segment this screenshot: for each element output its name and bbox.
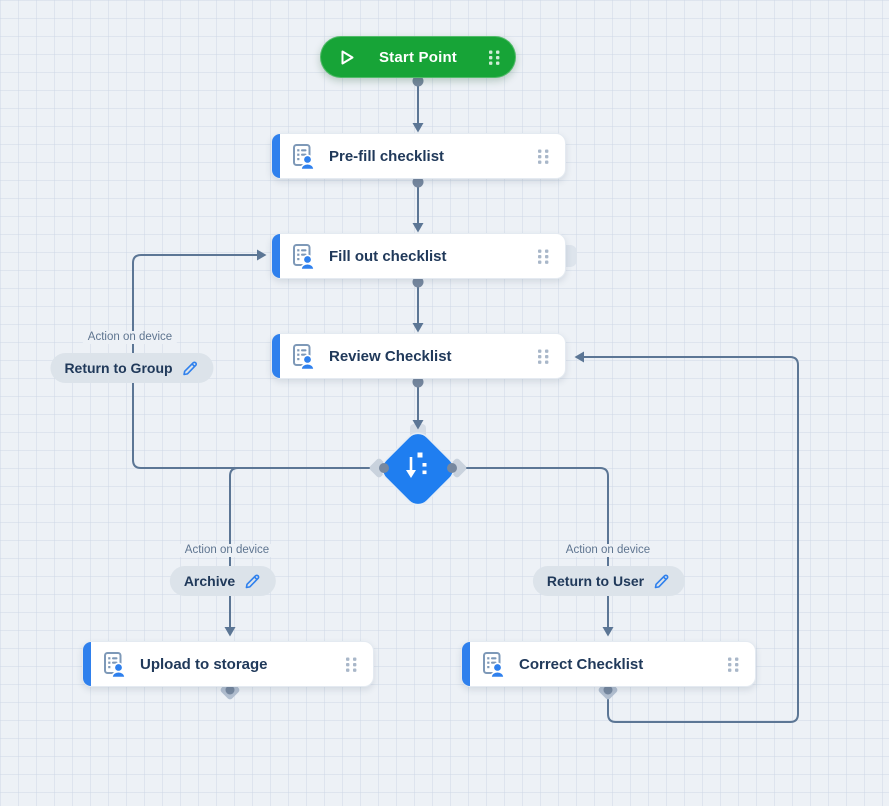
arrowhead-down-icon [224,627,236,637]
arrowhead-down-icon [412,123,424,133]
action-caption: Action on device [82,331,178,344]
checklist-person-icon [479,651,506,678]
node-accent-bar [462,642,470,686]
arrowhead-down-icon [412,420,424,430]
node-correct-checklist[interactable]: Correct Checklist [461,641,756,687]
start-point-label: Start Point [378,48,458,66]
node-upload-to-storage[interactable]: Upload to storage [82,641,374,687]
play-icon [336,47,357,68]
drag-handle-dots-icon[interactable] [344,656,359,673]
action-return-to-user[interactable]: Return to User [532,566,686,596]
node-accent-bar [272,134,280,178]
drag-handle-dots-icon[interactable] [487,49,502,66]
arrowhead-down-icon [412,323,424,333]
correct-out-dot [603,685,613,695]
start-out-port[interactable] [412,75,424,87]
node-fill-out-checklist[interactable]: Fill out checklist [271,233,566,279]
pencil-icon[interactable] [244,572,262,590]
drag-handle-dots-icon[interactable] [726,656,741,673]
decision-node[interactable] [377,428,459,510]
action-caption: Action on device [179,544,275,557]
action-caption: Action on device [560,544,656,557]
node-title: Fill out checklist [329,247,447,265]
node-title: Correct Checklist [519,655,644,673]
arrowhead-down-icon [412,223,424,233]
checklist-person-icon [289,343,316,370]
edge-decision-to-correct [452,467,609,627]
checklist-person-icon [100,651,127,678]
node-title: Upload to storage [140,655,268,673]
review-out-port[interactable] [412,376,424,388]
pencil-icon[interactable] [182,359,200,377]
fillout-out-port[interactable] [412,276,424,288]
node-review-checklist[interactable]: Review Checklist [271,333,566,379]
arrowhead-right-icon [257,249,267,261]
arrowhead-down-icon [602,627,614,637]
action-label: Return to Group [64,360,173,376]
node-accent-bar [272,234,280,278]
action-label: Archive [183,573,236,589]
edge-correct-to-review-loop [584,356,799,723]
drag-handle-dots-icon[interactable] [536,348,551,365]
node-title: Pre-fill checklist [329,147,445,165]
node-accent-bar [83,642,91,686]
node-title: Review Checklist [329,347,452,365]
branch-icon [406,452,427,478]
decision-right-dot [447,463,457,473]
checklist-person-icon [289,143,316,170]
arrowhead-left-icon [574,351,584,363]
action-label: Return to User [546,573,645,589]
action-archive[interactable]: Archive [169,566,277,596]
drag-handle-dots-icon[interactable] [536,148,551,165]
node-pre-fill-checklist[interactable]: Pre-fill checklist [271,133,566,179]
decision-left-dot [379,463,389,473]
edge-decision-to-upload [229,467,384,627]
prefill-out-port[interactable] [412,176,424,188]
drag-handle-dots-icon[interactable] [536,248,551,265]
action-return-to-group[interactable]: Return to Group [50,353,214,383]
checklist-person-icon [289,243,316,270]
pencil-icon[interactable] [653,572,671,590]
upload-out-dot [225,685,235,695]
node-accent-bar [272,334,280,378]
start-point-node[interactable]: Start Point [320,36,516,78]
